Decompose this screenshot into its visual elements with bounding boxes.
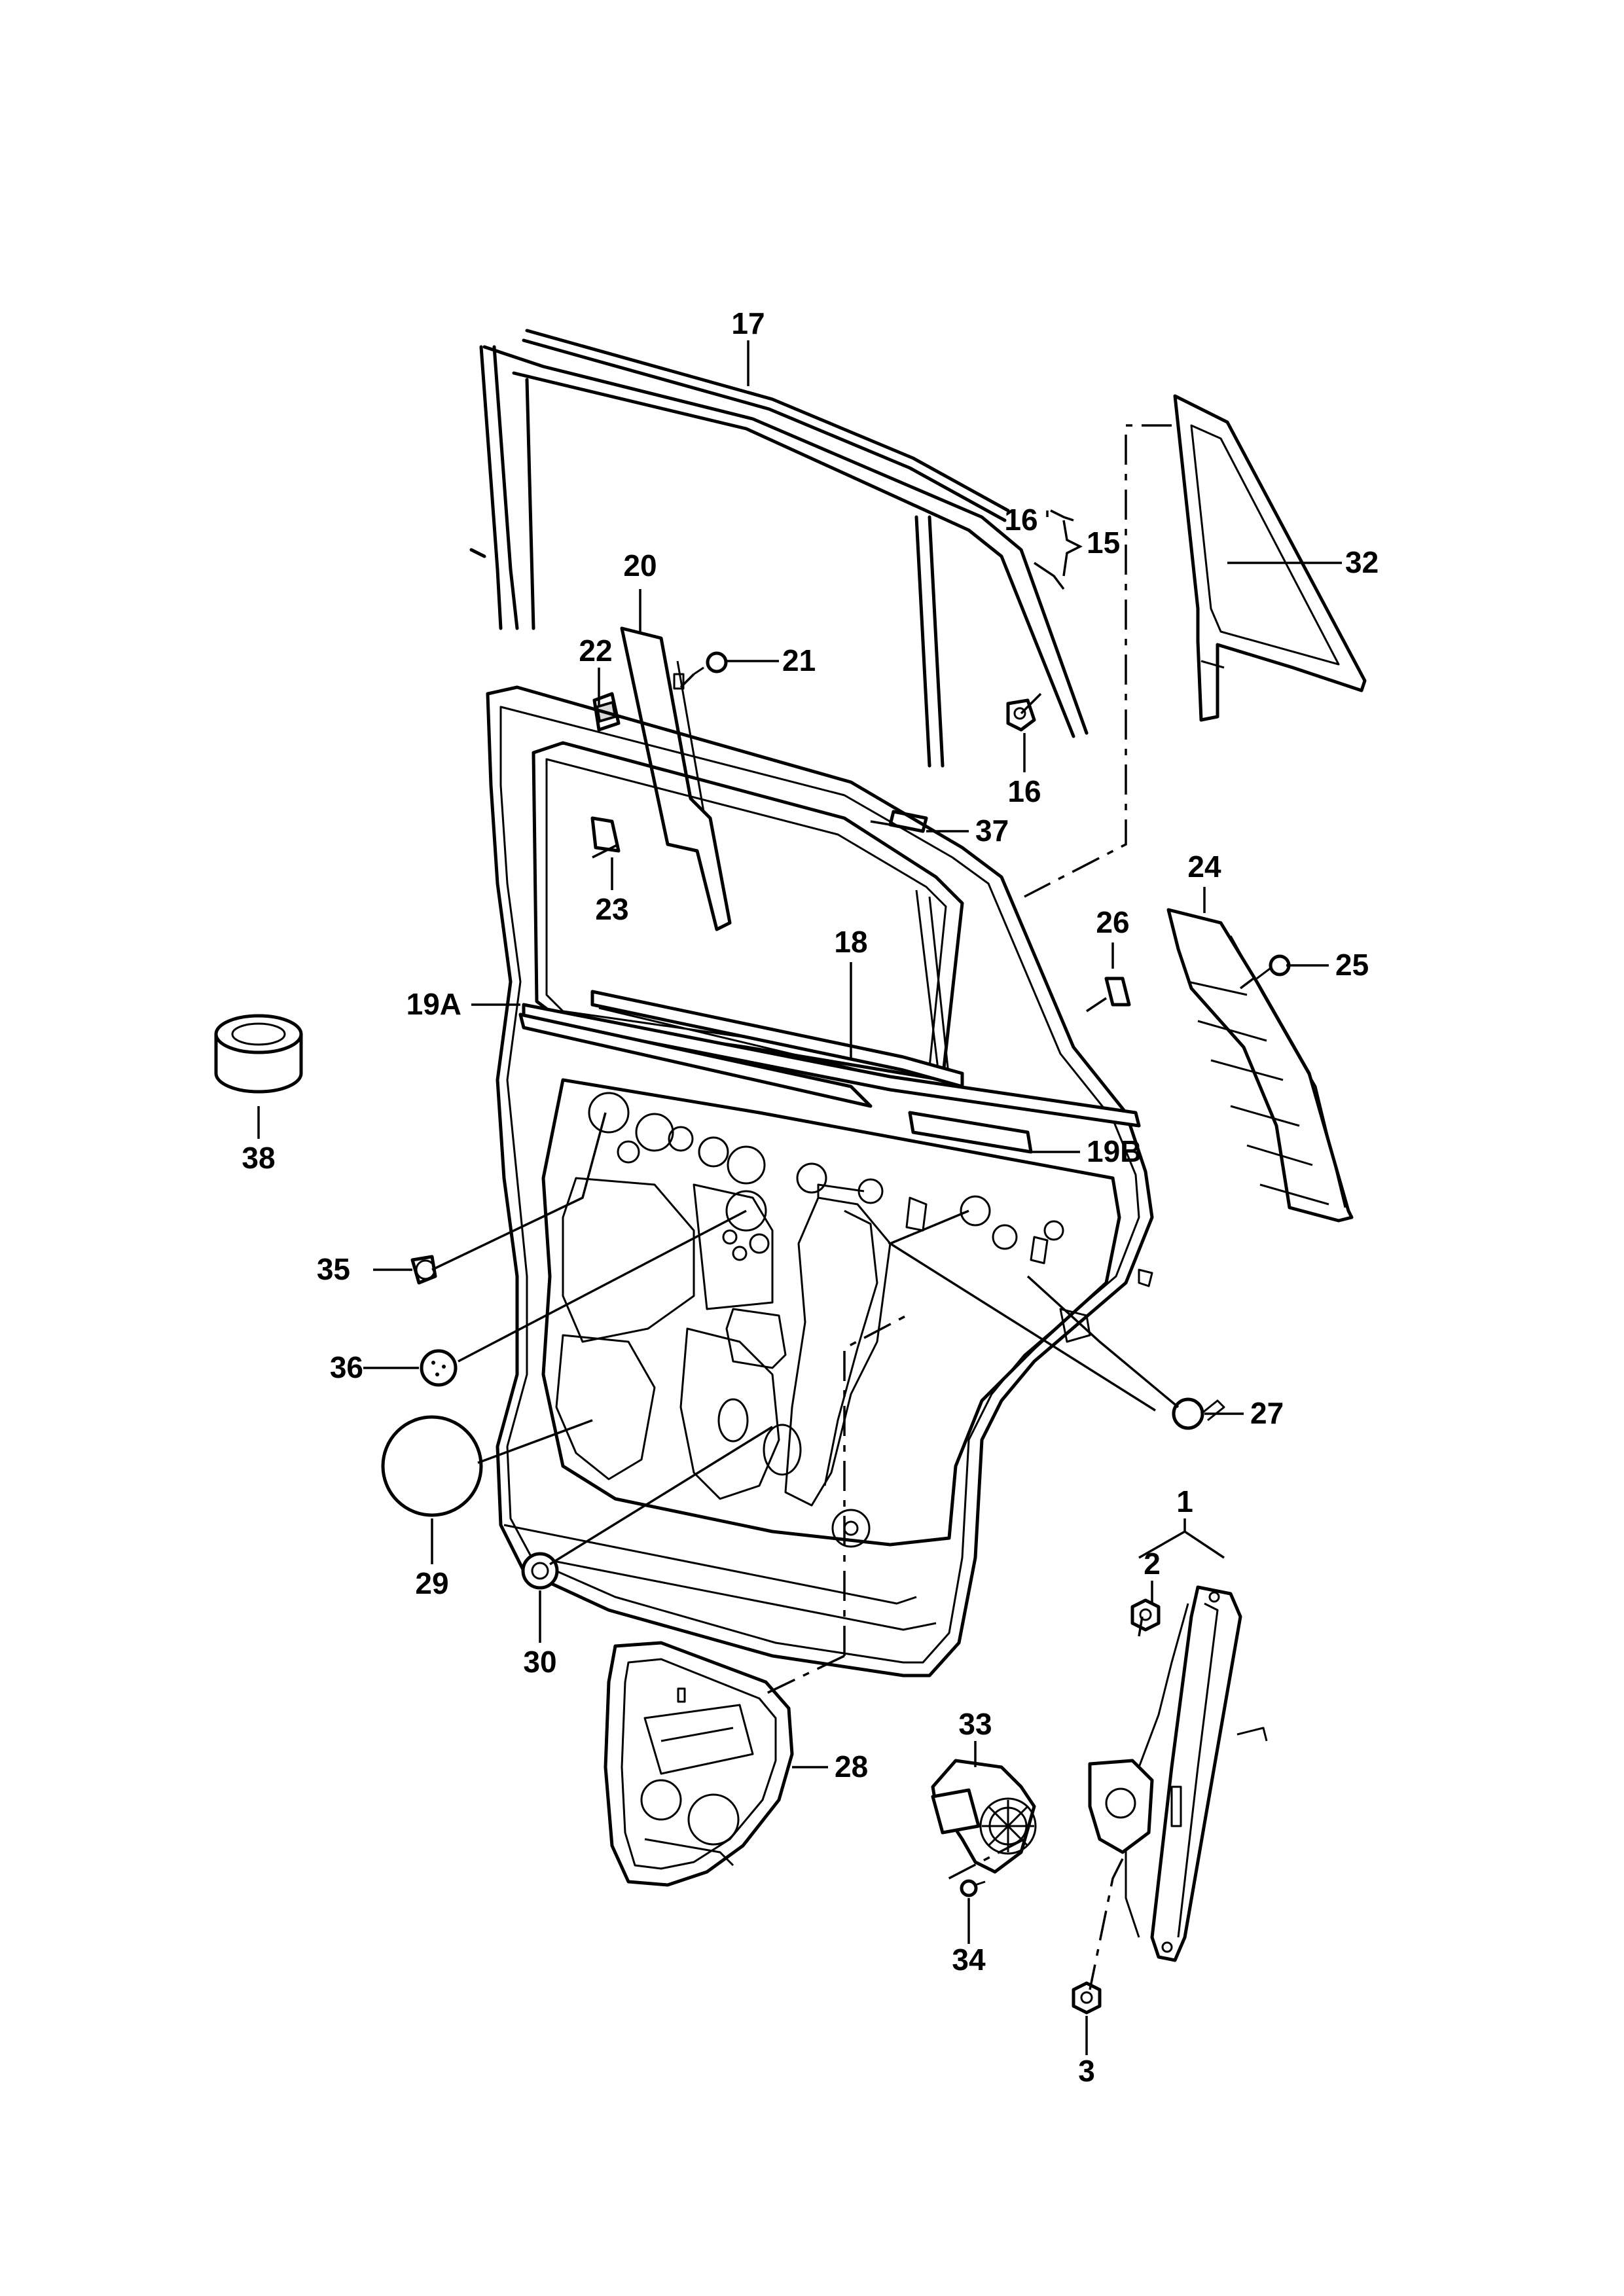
- part-34-screw: [960, 1879, 986, 1897]
- callout-15: 15: [1087, 526, 1120, 560]
- callout-3: 3: [1078, 2054, 1095, 2088]
- part-1-window-regulator: [1088, 1585, 1268, 1962]
- callout-29: 29: [415, 1566, 448, 1600]
- part-23-label: [590, 816, 621, 853]
- callout-16-top: 16: [1004, 503, 1038, 537]
- part-26-label: [1104, 977, 1131, 1007]
- part-36-pad: [420, 1349, 458, 1387]
- callout-17: 17: [731, 306, 765, 340]
- callout-26: 26: [1096, 905, 1129, 939]
- part-25-screw: [1256, 954, 1291, 980]
- alignment-lines: [762, 424, 1172, 1990]
- part-24-pillar-trim: [1166, 908, 1354, 1223]
- part-32-quarter-glass: [1173, 394, 1367, 722]
- callout-25: 25: [1335, 948, 1369, 982]
- callout-36: 36: [330, 1350, 363, 1384]
- callout-37: 37: [975, 814, 1009, 848]
- callout-28: 28: [835, 1749, 868, 1784]
- part-2-nut: [1130, 1598, 1161, 1632]
- callout-32: 32: [1345, 545, 1379, 579]
- part-19a-belt-seal: [518, 1003, 1141, 1128]
- part-22-clip: [592, 692, 621, 732]
- part-20-window-guide: [620, 626, 732, 931]
- part-29-cover-film: [381, 1415, 483, 1517]
- callout-34: 34: [952, 1943, 986, 1977]
- callout-24: 24: [1187, 850, 1221, 884]
- part-19b-belt-seal-end: [908, 1111, 1033, 1154]
- callout-19a: 19A: [406, 987, 461, 1021]
- callout-18: 18: [834, 925, 867, 959]
- callout-20: 20: [623, 548, 657, 583]
- callout-23: 23: [595, 892, 628, 926]
- callout-27: 27: [1250, 1396, 1284, 1430]
- part-30-grommet: [521, 1552, 559, 1590]
- part-38-tape-roll: [214, 1014, 303, 1094]
- part-3-nut: [1072, 1981, 1102, 2015]
- callout-33: 33: [958, 1707, 992, 1741]
- part-35-plug: [410, 1255, 437, 1285]
- callout-21: 21: [782, 643, 816, 677]
- callout-labels: 17 16 15 32 20 22 21 16 37 24 23 26 18 2…: [242, 306, 1379, 2088]
- callout-19b: 19B: [1087, 1134, 1142, 1168]
- part-33-window-motor: [931, 1759, 1037, 1874]
- part-28-trim-panel: [604, 1641, 794, 1887]
- callout-22: 22: [579, 634, 612, 668]
- callout-1: 1: [1176, 1484, 1193, 1518]
- part-17-window-frame-seal: [469, 329, 1089, 768]
- callout-30: 30: [523, 1645, 556, 1679]
- part-21-screw: [693, 651, 728, 675]
- callout-35: 35: [317, 1252, 350, 1286]
- callout-38: 38: [242, 1141, 275, 1175]
- callout-2: 2: [1144, 1547, 1161, 1581]
- callout-16-bottom: 16: [1007, 774, 1041, 808]
- leader-lines: [257, 340, 1342, 2055]
